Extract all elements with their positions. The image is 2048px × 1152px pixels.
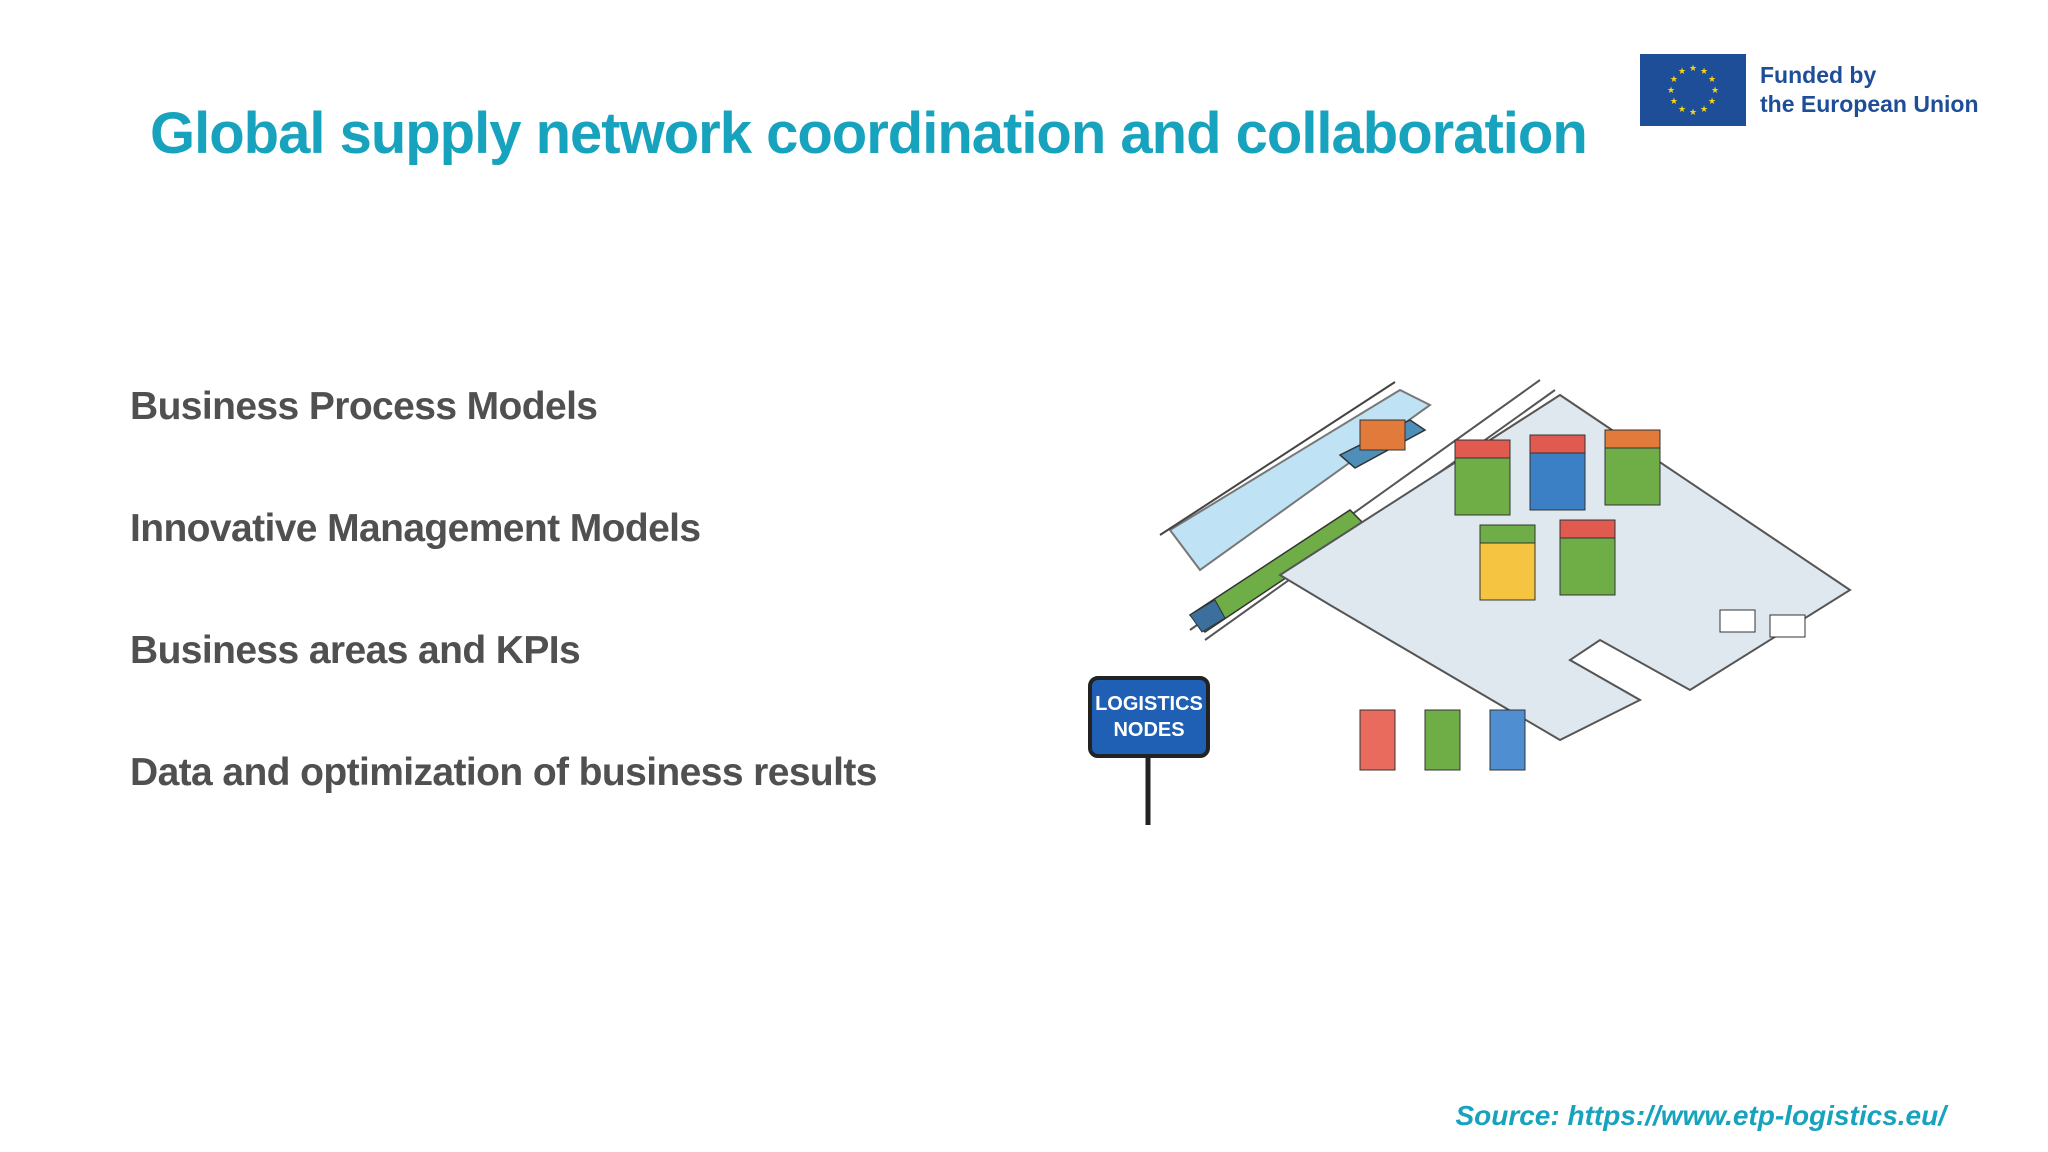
eu-star-icon: ★	[1708, 74, 1716, 84]
eu-star-icon: ★	[1700, 104, 1708, 114]
bullet-item: Data and optimization of business result…	[130, 751, 877, 794]
eu-star-icon: ★	[1700, 66, 1708, 76]
slide-title: Global supply network coordination and c…	[150, 101, 1588, 166]
logistics-nodes-sign	[1088, 676, 1210, 758]
truck	[1769, 614, 1806, 638]
bullet-list: Business Process Models Innovative Manag…	[130, 385, 877, 873]
bullet-item: Business Process Models	[130, 385, 598, 428]
container-stack	[1424, 709, 1461, 771]
eu-star-icon: ★	[1670, 96, 1678, 106]
sign-text-line2: NODES	[1113, 719, 1184, 741]
eu-star-icon: ★	[1670, 74, 1678, 84]
source-link[interactable]: Source: https://www.etp-logistics.eu/	[1455, 1100, 1946, 1131]
eu-star-icon: ★	[1711, 85, 1719, 95]
canal-bank-line	[1159, 381, 1396, 536]
eu-text-line1: Funded by	[1760, 62, 1877, 88]
eu-funding-text: Funded by the European Union	[1760, 61, 1979, 119]
bullet-item: Business areas and KPIs	[130, 629, 581, 672]
eu-funding-logo: ★★★★★★★★★★★★ Funded by the European Unio…	[1640, 54, 1979, 126]
eu-star-icon: ★	[1678, 66, 1686, 76]
eu-flag-icon: ★★★★★★★★★★★★	[1640, 54, 1746, 126]
eu-star-icon: ★	[1678, 104, 1686, 114]
sign-text-line1: LOGISTICS	[1095, 693, 1203, 715]
eu-text-line2: the European Union	[1760, 91, 1979, 117]
container-stack	[1489, 709, 1526, 771]
bullet-item: Innovative Management Models	[130, 507, 701, 550]
logistics-nodes-illustration: LOGISTICS NODES	[1088, 379, 1852, 825]
eu-star-icon: ★	[1689, 107, 1697, 117]
container-stack	[1359, 709, 1396, 771]
warehouse-blocks	[1454, 429, 1661, 601]
eu-star-icon: ★	[1708, 96, 1716, 106]
eu-star-icon: ★	[1689, 63, 1697, 73]
truck	[1719, 609, 1756, 633]
ship-containers	[1359, 419, 1406, 451]
eu-stars: ★★★★★★★★★★★★	[1667, 63, 1719, 117]
train-locomotive	[1189, 599, 1226, 633]
eu-star-icon: ★	[1667, 85, 1675, 95]
